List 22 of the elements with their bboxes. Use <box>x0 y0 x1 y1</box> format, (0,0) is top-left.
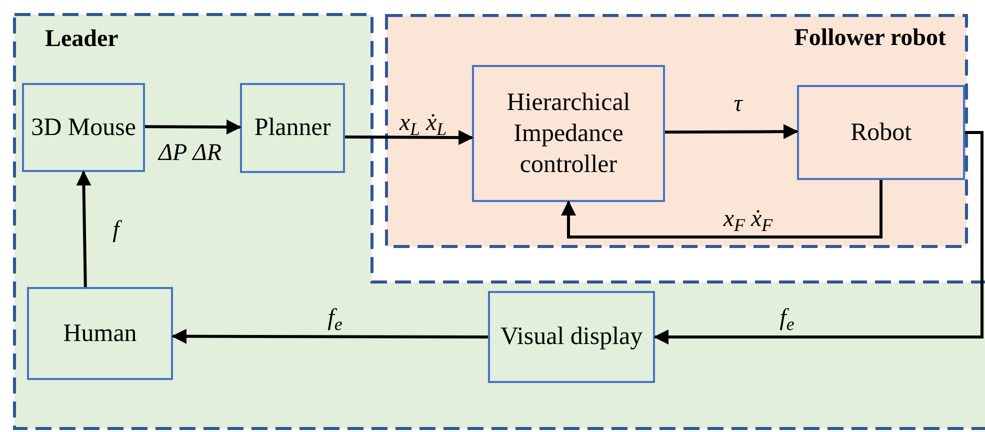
group-heading: Leader <box>45 27 118 51</box>
edge-label: x$_{F}$ ẋ$_{F}$ <box>723 207 773 231</box>
edge-label: ΔP ΔR <box>158 141 222 165</box>
arrow <box>144 120 242 135</box>
arrow <box>345 130 474 146</box>
arrow <box>76 170 92 288</box>
edge-label: f$_{e}$ <box>780 306 794 330</box>
arrow <box>172 328 488 344</box>
arrow <box>654 131 984 344</box>
process-box: Human <box>27 287 173 380</box>
process-box: Planner <box>240 83 345 173</box>
edge-label: f <box>112 218 120 242</box>
process-box: Visual display <box>488 291 655 383</box>
edge-label: x$_{L}$ ẋ$_{L}$ <box>399 111 447 135</box>
edge-label: f$_{e}$ <box>328 306 342 330</box>
process-box: Robot <box>797 85 965 180</box>
edge-label: τ <box>734 92 742 116</box>
process-box: 3D Mouse <box>22 83 145 172</box>
arrow <box>665 124 798 140</box>
arrow <box>561 180 882 238</box>
process-box: Hierarchical Impedance controller <box>472 65 665 202</box>
group-heading: Follower robot <box>794 26 946 50</box>
